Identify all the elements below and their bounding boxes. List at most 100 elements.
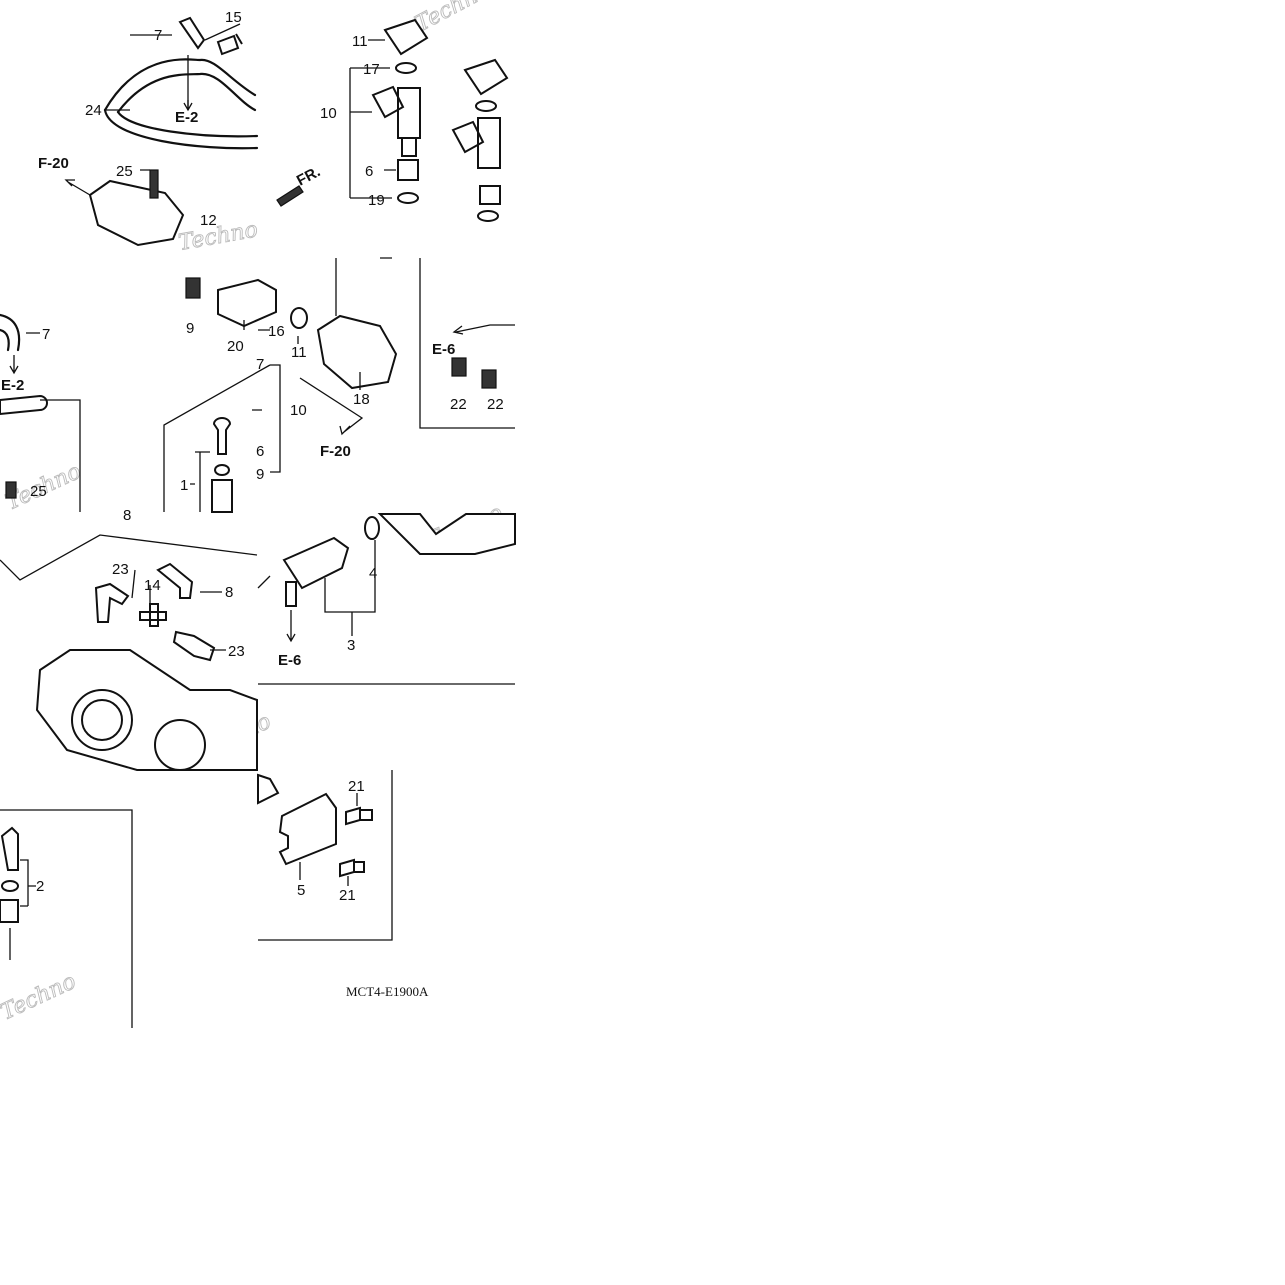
callout-16: 20 — [227, 338, 244, 355]
injector-10-b — [451, 117, 501, 169]
callout-11: 16 — [268, 323, 285, 340]
front-arrow-icon — [276, 185, 304, 207]
callout-6: 6 — [256, 443, 264, 460]
ref-e6: E-6 — [278, 652, 301, 669]
callout-1: 1 — [180, 477, 188, 494]
callout-4: 4 — [369, 565, 377, 582]
leader-lines — [163, 320, 364, 512]
watermark-text: Techno — [177, 217, 260, 255]
fuel-joint-3 — [282, 536, 350, 590]
o-ring-2 — [1, 880, 19, 892]
callout-20: 9 — [186, 320, 194, 337]
bolt-stack — [212, 417, 232, 455]
regulator-13 — [316, 314, 398, 390]
throttle-body — [35, 649, 258, 771]
bolt-22 — [451, 357, 467, 377]
arrow-e2 — [183, 100, 193, 112]
tile-left-hose: 7 25 E-2 — [0, 313, 81, 512]
ref-f20: F-20 — [320, 443, 351, 460]
elbow-hose-7-c — [0, 313, 21, 352]
connector-11-b — [463, 58, 509, 96]
fuel-rail-12 — [88, 179, 185, 247]
idle-screw — [0, 826, 19, 871]
watermark-layer: Techno Techno Techno Techno Techno Techn… — [0, 0, 507, 1026]
tile-idle-screw: 2 — [0, 809, 133, 1028]
throttle-bore-inner — [81, 699, 123, 741]
callout-10: 10 — [320, 105, 337, 122]
callout-25: 25 — [30, 483, 47, 500]
tile-hose-assembly: 7 15 24 25 12 E-2 F-20 — [38, 9, 259, 247]
hose-24-lower-inner — [116, 110, 259, 138]
o-ring-4 — [364, 516, 380, 540]
tile-fuel-joint: 4 3 E-6 — [257, 513, 516, 685]
tile-pressure-regulator: 9 20 16 11 18 9 7 10 6 9 19 22 22 F-20 E… — [163, 257, 515, 512]
o-ring-17-b — [475, 100, 497, 112]
watermark-text: Techno — [0, 969, 80, 1025]
callout-9: 9 — [256, 466, 264, 483]
ref-e2: E-2 — [175, 109, 198, 126]
idle-spring — [0, 899, 19, 923]
blank-area — [515, 0, 1285, 1]
o-ring-17 — [395, 62, 417, 74]
connector-11 — [383, 18, 429, 56]
callout-7: 7 — [256, 356, 264, 373]
callout-7: 7 — [154, 27, 162, 44]
hose-8 — [0, 394, 48, 416]
callout-24: 24 — [85, 102, 102, 119]
damper-16 — [217, 278, 277, 328]
throttle-body-edge — [257, 773, 280, 805]
section-border — [0, 809, 133, 1028]
arrow-f20 — [64, 179, 91, 196]
ref-e2: E-2 — [1, 377, 24, 394]
seal-ring-6-b — [479, 185, 501, 205]
callout-8: 8 — [225, 584, 233, 601]
callout-23: 23 — [112, 561, 129, 578]
o-ring-19 — [397, 192, 419, 204]
tile-throttle-body: 23 14 8 23 — [0, 534, 258, 771]
callout-17: 17 — [363, 61, 380, 78]
callout-14: 14 — [144, 577, 161, 594]
callout-3: 3 — [347, 637, 355, 654]
diagram-code: MCT4-E1900A — [346, 984, 429, 999]
t-joint-15 — [216, 33, 243, 56]
tile-injectors: 11 17 10 6 19 FR. — [276, 18, 509, 222]
tile-bolt-stack: 1 8 — [123, 417, 233, 524]
leader-lines — [258, 770, 393, 941]
callout-22: 22 — [450, 396, 467, 413]
o-ring-18 — [290, 307, 308, 329]
leader-lines — [0, 534, 258, 581]
elbow-hose-7 — [178, 16, 206, 50]
callout-23: 23 — [228, 643, 245, 660]
injector-10 — [371, 85, 421, 157]
callout-15: 15 — [225, 9, 242, 26]
leader-lines — [9, 859, 36, 960]
callout-6: 6 — [365, 163, 373, 180]
fitting-20 — [185, 277, 201, 299]
callout-21: 21 — [339, 887, 356, 904]
seal-ring-6 — [397, 159, 419, 181]
callout-2: 2 — [36, 878, 44, 895]
callout-5: 5 — [297, 882, 305, 899]
throttle-body-edge — [377, 513, 516, 555]
tile-bracket-plate: 21 21 5 — [257, 770, 393, 941]
leader-lines — [131, 569, 226, 651]
hose-23 — [94, 582, 130, 623]
joint-14 — [139, 603, 167, 627]
callout-19: 19 — [368, 192, 385, 209]
injector-bracket — [349, 39, 396, 199]
bolt-22-b — [481, 369, 497, 389]
callout-12: 12 — [200, 212, 217, 229]
elbow-hose-7-c-inner — [0, 328, 10, 352]
plate-5 — [278, 792, 337, 866]
hose-24-lower — [103, 108, 259, 150]
callout-13: 18 — [353, 391, 370, 408]
leader-lines — [190, 451, 210, 512]
washer — [214, 464, 230, 476]
bolt-25 — [149, 169, 159, 199]
callout-8: 8 — [123, 507, 131, 524]
hose-24 — [103, 58, 257, 112]
throttle-bore-b — [154, 719, 206, 771]
leader-lines — [40, 399, 81, 512]
callout-21: 21 — [348, 778, 365, 795]
